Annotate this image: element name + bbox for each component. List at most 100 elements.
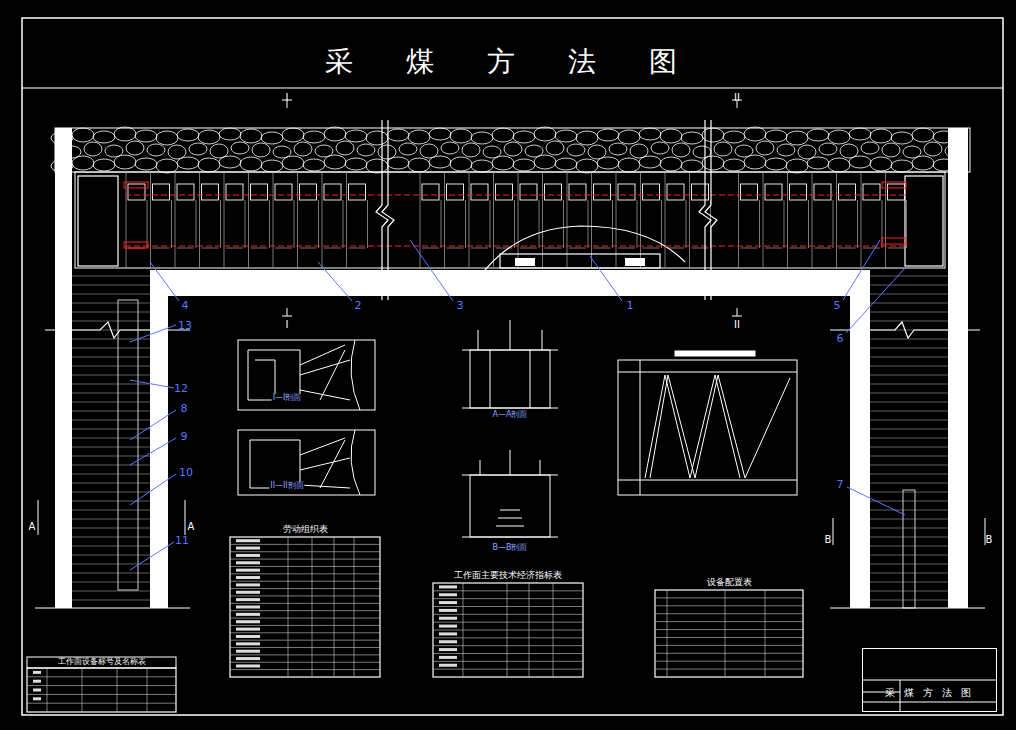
- roadway-line: [870, 375, 948, 376]
- support-leg: [763, 172, 784, 268]
- roadway-line: [870, 501, 948, 502]
- rock-fragment: [303, 159, 325, 171]
- table-cell-mark: [661, 648, 662, 651]
- rock-fragment: [807, 129, 829, 141]
- drawing-title: 采 煤 方 法 图: [325, 48, 699, 76]
- table-row-line: [655, 605, 803, 606]
- section-label: II—II剖面: [269, 482, 304, 490]
- rock-fragment: [462, 143, 480, 157]
- support-canopy: [471, 184, 488, 200]
- roadway-line: [870, 447, 948, 448]
- rock-fragment: [504, 142, 522, 156]
- roadway-line: [870, 519, 948, 520]
- end-support: [78, 176, 118, 266]
- rock-fragment: [714, 142, 732, 156]
- table-cell-mark: [236, 539, 260, 542]
- support-canopy: [569, 184, 586, 200]
- support-canopy: [765, 184, 782, 200]
- rock-fragment: [765, 130, 787, 142]
- rock-fragment: [450, 157, 472, 171]
- table-row-line: [433, 645, 583, 646]
- table-row-line: [230, 640, 380, 641]
- rock-fragment: [798, 145, 816, 159]
- roadway-line: [870, 564, 948, 565]
- rock-fragment: [618, 158, 640, 172]
- rock-fragment: [651, 142, 669, 154]
- table-cell-mark: [236, 598, 260, 601]
- rock-fragment: [378, 145, 396, 159]
- rock-fragment: [870, 157, 892, 171]
- rock-fragment: [513, 131, 535, 143]
- table-cell-mark: [236, 657, 260, 660]
- table-cell-mark: [236, 650, 260, 653]
- support-canopy: [300, 184, 317, 200]
- rock-fragment: [93, 131, 115, 143]
- callout-number: 10: [178, 467, 194, 478]
- table-cell-mark: [661, 608, 662, 611]
- title-block-lines: [862, 680, 997, 712]
- rock-fragment: [72, 156, 94, 170]
- support-canopy: [594, 184, 611, 200]
- rock-fragment: [135, 130, 157, 142]
- table-row-line: [433, 653, 583, 654]
- rock-fragment: [72, 128, 94, 142]
- support-canopy: [545, 184, 562, 200]
- table-col-line: [334, 537, 335, 677]
- rock-fragment: [261, 160, 283, 172]
- rock-fragment: [618, 130, 640, 144]
- table-cell-mark: [661, 600, 662, 603]
- callout-number: 4: [181, 300, 190, 311]
- table-cell-mark: [33, 697, 41, 700]
- support-leg: [273, 172, 294, 268]
- table-row-line: [433, 637, 583, 638]
- rock-fragment: [735, 145, 753, 157]
- rock-fragment: [630, 144, 648, 158]
- table-col-line: [288, 537, 289, 677]
- table-heading: 设备配置表: [655, 578, 803, 588]
- rock-fragment: [471, 160, 493, 172]
- rock-fragment: [282, 128, 304, 142]
- section-label: I—I剖面: [272, 394, 303, 402]
- roadway-grid: [72, 276, 948, 600]
- table-row-line: [230, 581, 380, 582]
- section-mark: [282, 100, 292, 316]
- rock-fragment: [366, 131, 388, 145]
- roadway-line: [870, 492, 948, 493]
- face-outline: [75, 172, 945, 268]
- support-canopy: [839, 184, 856, 200]
- table-row-line: [27, 703, 176, 704]
- table-cell-mark: [439, 664, 457, 667]
- table-cell-mark: [439, 593, 457, 596]
- rock-fragment: [639, 156, 661, 168]
- data-table: 工作面设备标号及名称表: [27, 657, 176, 712]
- roadway-line: [870, 312, 948, 313]
- rock-fragment: [177, 129, 199, 141]
- red-dashed-line: [125, 246, 905, 247]
- support-leg: [347, 172, 368, 268]
- table-cell-mark: [661, 592, 662, 595]
- red-marker: [882, 182, 906, 188]
- rock-fragment: [147, 144, 165, 156]
- rock-fragment: [891, 132, 913, 144]
- callout-number: 9: [180, 431, 189, 442]
- rock-fragment: [828, 130, 850, 144]
- rock-fragment: [315, 145, 333, 157]
- support-leg: [690, 172, 711, 268]
- section-marker: B: [985, 535, 994, 545]
- rock-fragment: [387, 157, 409, 169]
- rock-fragment: [492, 128, 514, 142]
- table-cell-mark: [33, 680, 41, 683]
- table-cell-mark: [439, 625, 457, 628]
- break-line: [45, 322, 190, 338]
- rock-fragment: [609, 143, 627, 155]
- rock-fragment: [597, 157, 619, 169]
- rock-fragment: [156, 159, 178, 173]
- rock-fragment: [252, 143, 270, 157]
- support-canopy: [128, 184, 145, 200]
- rock-fragment: [336, 141, 354, 155]
- rock-fragment: [189, 143, 207, 155]
- table-cell-mark: [236, 664, 260, 667]
- callout-number: 3: [456, 300, 465, 311]
- table-row-line: [230, 603, 380, 604]
